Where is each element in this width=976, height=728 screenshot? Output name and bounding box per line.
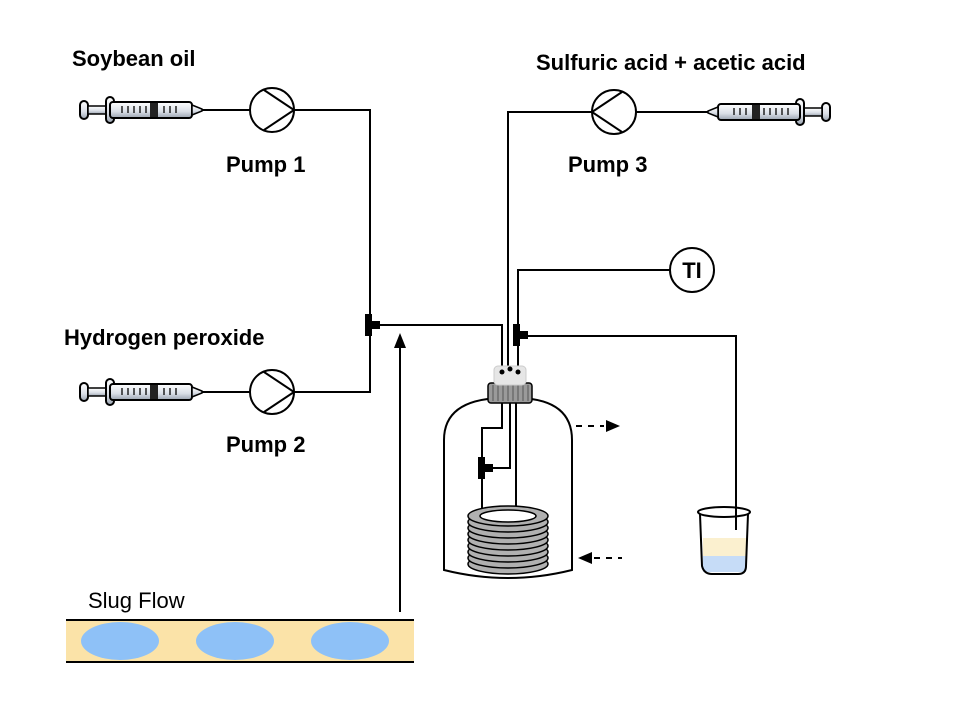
- acid-mix-label: Sulfuric acid + acetic acid: [536, 50, 806, 75]
- tube-outlet-to-beaker: [524, 335, 737, 522]
- pump-2-icon[interactable]: [249, 369, 296, 415]
- tube-thermocouple: [517, 269, 670, 368]
- tube-pump3-to-reactor: [507, 111, 592, 368]
- slug-flow-tube: [66, 619, 414, 663]
- syringe-acid-icon: [701, 98, 831, 126]
- temperature-indicator[interactable]: TI: [669, 247, 715, 293]
- syringe-hydrogen-peroxide-icon: [79, 378, 209, 406]
- hydrogen-peroxide-label: Hydrogen peroxide: [64, 325, 264, 350]
- pump-1-label: Pump 1: [226, 152, 305, 177]
- tube-pumps-to-mixer: [294, 109, 371, 393]
- internal-tube-acid: [492, 403, 511, 469]
- collection-beaker-icon: [697, 505, 751, 575]
- slug-droplet: [81, 622, 159, 660]
- jacket-inlet-arrow-icon: [578, 552, 622, 564]
- t-mixer-1-icon: [365, 314, 380, 336]
- slug-flow-label: Slug Flow: [88, 588, 185, 613]
- pump-2-label: Pump 2: [226, 432, 305, 457]
- jacket-outlet-arrow-icon: [576, 420, 620, 432]
- pump-3-icon[interactable]: [590, 89, 637, 135]
- t-mixer-outlet-icon: [513, 324, 528, 346]
- temperature-indicator-label: TI: [682, 258, 702, 283]
- slug-flow-arrowhead-icon: [394, 333, 406, 348]
- slug-droplet: [196, 622, 274, 660]
- pump-1-icon[interactable]: [249, 87, 296, 133]
- reactor-cap-icon: [487, 365, 533, 404]
- soybean-oil-label: Soybean oil: [72, 46, 195, 71]
- syringe-soybean-oil-icon: [79, 96, 209, 124]
- slug-droplet: [311, 622, 389, 660]
- pump-3-label: Pump 3: [568, 152, 647, 177]
- tube-mixer-to-reactor: [378, 324, 503, 368]
- t-mixer-internal-icon: [478, 457, 493, 479]
- reactor-coil-icon: [467, 505, 549, 575]
- coil-opening: [479, 509, 537, 523]
